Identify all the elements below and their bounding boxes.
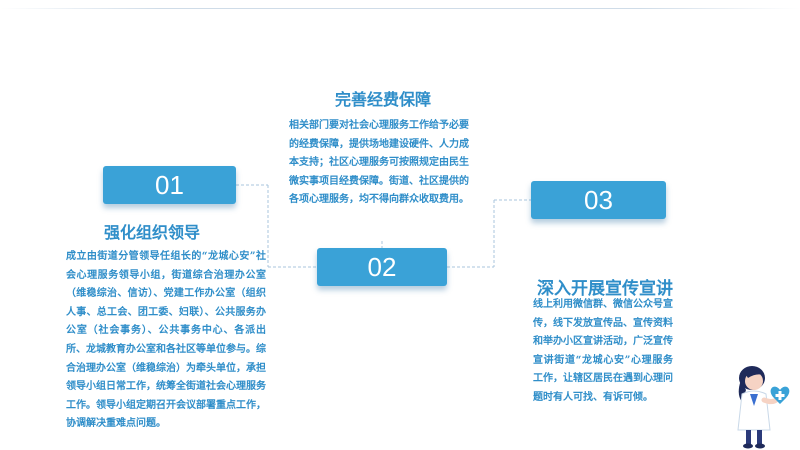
section-number-badge: 01: [103, 166, 236, 204]
section-title: 完善经费保障: [335, 90, 432, 109]
section-number-badge: 03: [531, 181, 666, 219]
section-body-text: 线上利用微信群、微信公众号宣传，线下发放宣传品、宣传资料和举办小区宣讲活动，广泛…: [533, 299, 673, 403]
section-number-badge: 02: [317, 248, 447, 286]
section-title: 深入开展宣传宣讲: [537, 279, 673, 299]
section-title: 强化组织领导: [104, 223, 201, 242]
section-body-text: 相关部门要对社会心理服务工作给予必要的经费保障，提供场地建设硬件、人力成本支持；…: [289, 120, 469, 206]
nurse-holding-heart-icon: [737, 366, 790, 449]
section-body-text: 成立由街道分管领导任组长的“龙城心安”社会心理服务领导小组，街道综合治理办公室（…: [66, 251, 266, 430]
top-divider: [0, 8, 800, 9]
